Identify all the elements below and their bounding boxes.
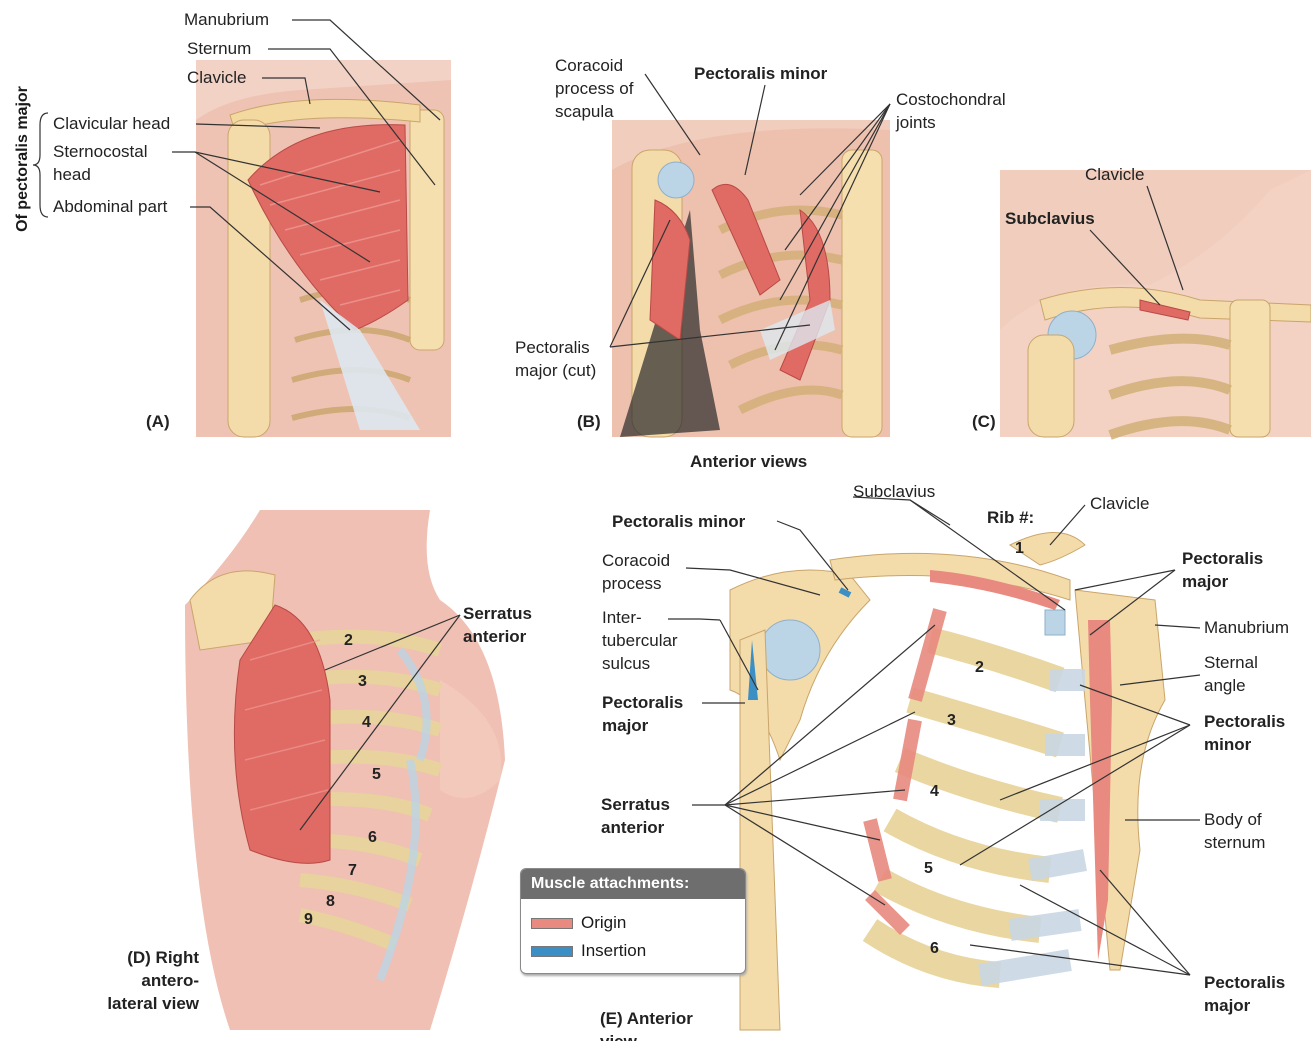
rib-number-d-6: 6	[368, 829, 377, 847]
rib-number-e-6: 6	[930, 940, 939, 958]
panel-d-caption: (D) Right antero-lateral view	[104, 946, 199, 1015]
label-pectoralis-major-cut: Pectoralis major (cut)	[515, 336, 610, 382]
panel-c-letter: (C)	[972, 410, 996, 433]
panel-a-letter: (A)	[146, 410, 170, 433]
label-pectoralis-minor-e-top: Pectoralis minor	[612, 510, 745, 533]
label-coracoid-process-e: Coracoid process	[602, 549, 692, 595]
label-rib-hash: Rib #:	[987, 506, 1034, 529]
label-pectoralis-major-e-top: Pectoralis major	[1182, 547, 1282, 593]
label-pectoralis-major-e-left: Pectoralis major	[602, 691, 702, 737]
legend-insertion-label: Insertion	[581, 941, 646, 960]
panel-b-illustration	[612, 120, 890, 437]
rib-number-d-8: 8	[326, 893, 335, 911]
rib-number-e-1: 1	[1015, 540, 1024, 558]
label-manubrium-a: Manubrium	[184, 8, 269, 31]
label-sternum-a: Sternum	[187, 37, 251, 60]
panel-a-side-label: Of pectoralis major	[14, 74, 32, 244]
label-serratus-anterior-e: Serratus anterior	[601, 793, 701, 839]
label-sternal-angle: Sternal angle	[1204, 651, 1284, 697]
pectoralis-major-bracket	[33, 113, 48, 217]
label-body-of-sternum: Body of sternum	[1204, 808, 1284, 854]
legend-origin-label: Origin	[581, 913, 626, 932]
panel-b-letter: (B)	[577, 410, 601, 433]
label-subclavius-e: Subclavius	[853, 480, 935, 503]
label-clavicular-head: Clavicular head	[53, 112, 170, 135]
legend-title: Muscle attachments:	[521, 869, 745, 899]
label-pectoralis-minor-b: Pectoralis minor	[694, 62, 827, 85]
muscle-attachments-legend: Muscle attachments: Origin Insertion	[520, 868, 746, 974]
label-clavicle-c: Clavicle	[1085, 163, 1145, 186]
rib-number-d-4: 4	[362, 714, 371, 732]
label-serratus-anterior-d: Serratus anterior	[463, 602, 563, 648]
label-manubrium-e: Manubrium	[1204, 616, 1289, 639]
label-clavicle-e: Clavicle	[1090, 492, 1150, 515]
panel-e-caption: (E) Anterior view	[600, 1007, 730, 1041]
anterior-views-caption: Anterior views	[690, 450, 807, 473]
rib-number-d-5: 5	[372, 766, 381, 784]
legend-origin-row: Origin	[531, 913, 626, 933]
panel-a-illustration	[196, 60, 451, 437]
label-clavicle-a: Clavicle	[187, 66, 247, 89]
rib-number-e-2: 2	[975, 659, 984, 677]
legend-insertion-row: Insertion	[531, 941, 646, 961]
label-pectoralis-major-e-bottom: Pectoralis major	[1204, 971, 1304, 1017]
rib-number-e-5: 5	[924, 860, 933, 878]
rib-number-d-9: 9	[304, 911, 313, 929]
label-pectoralis-minor-e-right: Pectoralis minor	[1204, 710, 1304, 756]
label-intertubercular-sulcus: Inter- tubercular sulcus	[602, 606, 692, 675]
label-coracoid-process-scapula: Coracoid process of scapula	[555, 54, 655, 123]
label-sternocostal-head: Sternocostal head	[53, 140, 173, 186]
rib-number-d-2: 2	[344, 632, 353, 650]
label-subclavius-c: Subclavius	[1005, 207, 1095, 230]
label-costochondral-joints: Costochondral joints	[896, 88, 1036, 134]
rib-number-d-7: 7	[348, 862, 357, 880]
rib-number-e-3: 3	[947, 712, 956, 730]
origin-swatch	[531, 918, 573, 929]
label-abdominal-part: Abdominal part	[53, 195, 167, 218]
rib-number-e-4: 4	[930, 783, 939, 801]
rib-number-d-3: 3	[358, 673, 367, 691]
insertion-swatch	[531, 946, 573, 957]
